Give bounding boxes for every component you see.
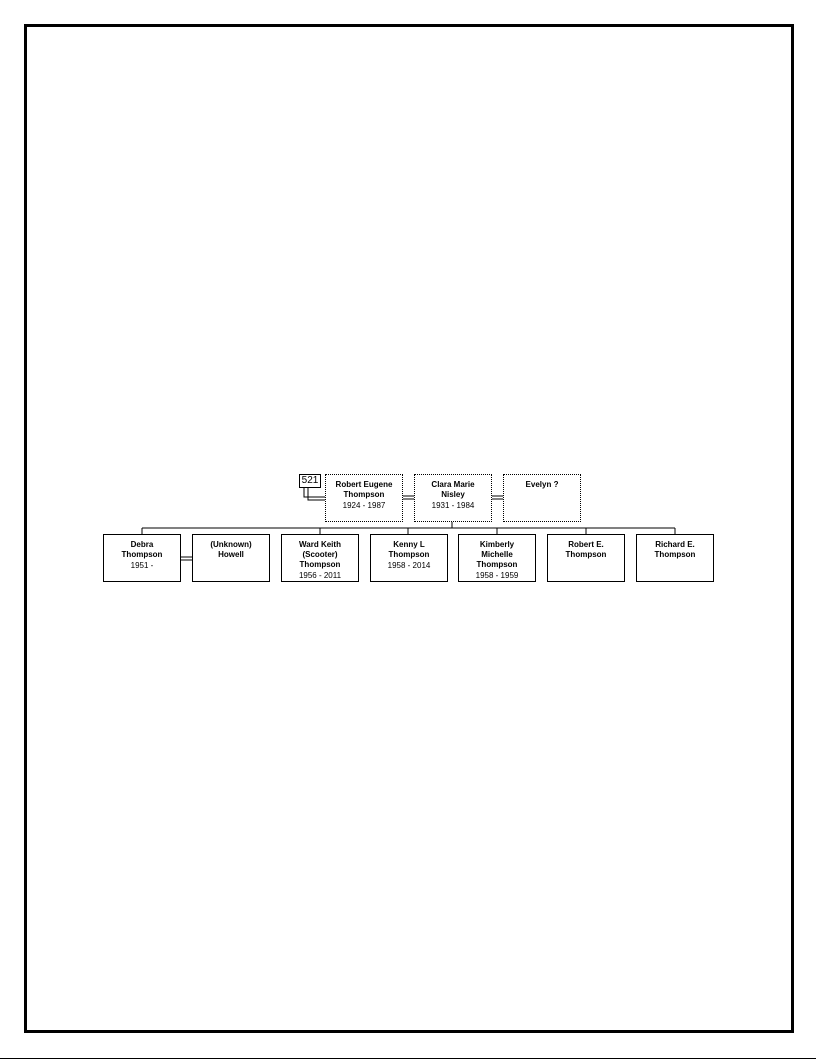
person-name: Ward Keith (Scooter) Thompson [299,540,341,569]
page-border [24,24,794,1033]
person-box-robert-e[interactable]: Robert E. Thompson [547,534,625,582]
person-box-clara-marie[interactable]: Clara Marie Nisley 1931 - 1984 [414,474,492,522]
person-name: Kenny L Thompson [388,540,430,559]
person-box-evelyn[interactable]: Evelyn ? [503,474,581,522]
person-name: Clara Marie Nisley [431,480,475,499]
person-box-kenny[interactable]: Kenny L Thompson 1958 - 2014 [370,534,448,582]
person-dates: 1924 - 1987 [342,501,386,510]
person-box-debra[interactable]: Debra Thompson 1951 - [103,534,181,582]
person-dates: 1958 - 2014 [387,561,431,570]
person-name: (Unknown) Howell [210,540,252,559]
person-name: Evelyn ? [525,480,559,489]
person-dates: 1951 - [130,561,154,570]
person-name: Robert Eugene Thompson [335,480,393,499]
person-name: Robert E. Thompson [565,540,607,559]
person-name: Richard E. Thompson [654,540,696,559]
ref-connector [303,488,326,498]
person-box-robert-eugene[interactable]: Robert Eugene Thompson 1924 - 1987 [325,474,403,522]
reference-number-tag: 521 [299,474,321,488]
person-box-ward-keith[interactable]: Ward Keith (Scooter) Thompson 1956 - 201… [281,534,359,582]
person-name: Kimberly Michelle Thompson [476,540,518,569]
person-dates: 1958 - 1959 [475,571,519,580]
person-dates: 1931 - 1984 [431,501,475,510]
ref-connector-double [307,488,326,501]
person-name: Debra Thompson [121,540,163,559]
person-box-richard-e[interactable]: Richard E. Thompson [636,534,714,582]
bottom-rule [0,1058,816,1059]
person-dates: 1956 - 2011 [298,571,342,580]
person-box-kimberly[interactable]: Kimberly Michelle Thompson 1958 - 1959 [458,534,536,582]
person-box-unknown-howell[interactable]: (Unknown) Howell [192,534,270,582]
